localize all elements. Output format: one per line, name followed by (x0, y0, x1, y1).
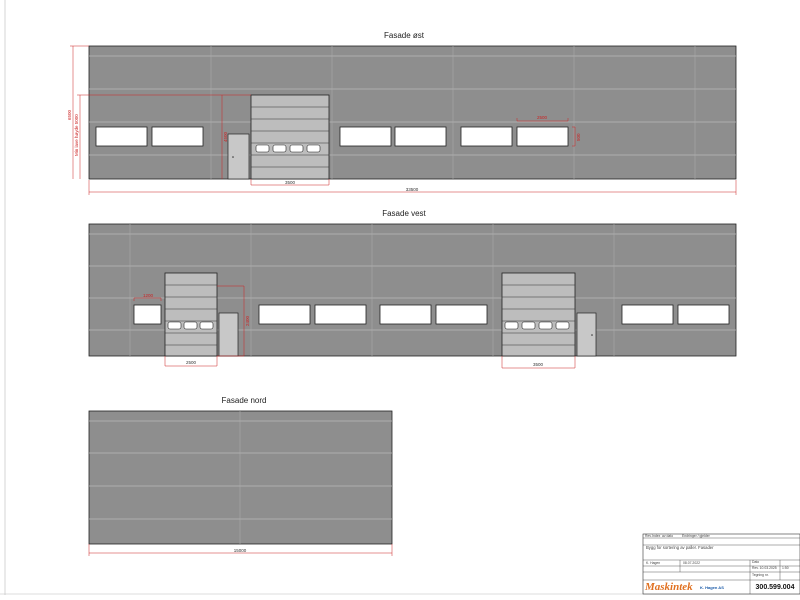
window (258, 304, 311, 325)
window (95, 126, 148, 147)
window (339, 126, 392, 147)
facade-east-width-dim (88, 180, 737, 195)
tb-project-title: Bygg for sortering av paller. Fasader (646, 545, 714, 550)
facade-north-title: Fasade nord (222, 396, 267, 405)
facade-east-door-height: 4500 (223, 131, 228, 142)
window (151, 126, 204, 147)
tb-header-index: Index (652, 534, 661, 538)
tb-date: 08.07.2022 (683, 561, 700, 565)
company-logo-hagen: K. Hagen AS (700, 585, 724, 590)
tb-header-rev: Rev. (645, 534, 652, 538)
window (460, 126, 513, 147)
facade-west-door-height: 2400 (245, 315, 250, 326)
facade-east-window-height: 500 (576, 133, 581, 141)
facade-west-door-1-width: 2500 (186, 360, 197, 365)
facade-east-door (227, 133, 250, 180)
facade-east-windows (95, 126, 569, 147)
window (621, 304, 674, 325)
tb-right-scale: 1:50 (782, 566, 789, 570)
tb-drawn-by: K. Hagen (646, 561, 660, 565)
facade-west-windows (133, 304, 730, 325)
company-logo-maskintek: Maskintek (644, 581, 693, 593)
facade-west-door-2 (576, 312, 597, 357)
facade-north-panel-lines (89, 420, 392, 520)
tb-right-drawing-no-label: Tegning nr. (752, 573, 769, 577)
facade-east-panel-lines (89, 55, 736, 156)
facade-west-door-2-width: 3500 (533, 362, 544, 367)
facade-west: Fasade vest (88, 209, 737, 369)
facade-north: Fasade nord 15000 (88, 396, 393, 556)
facade-north-wall (88, 410, 393, 545)
facade-west-garage-door-1 (164, 272, 218, 357)
tb-drawing-number: 300.599.004 (756, 584, 795, 591)
facade-east-side-height: Min lave høyde 5000 (74, 114, 79, 156)
facade-north-width-dim (88, 544, 393, 556)
facade-west-columns (129, 224, 615, 356)
window (379, 304, 432, 325)
facade-east-total-width: 33500 (406, 187, 419, 192)
window (133, 304, 162, 325)
tb-right-rev: Rev. 10.03.2025 (752, 566, 777, 570)
facade-east: Fasade øst (67, 31, 737, 195)
facade-north-total-width: 15000 (234, 548, 247, 553)
facade-west-red-dims (133, 285, 576, 369)
window (314, 304, 367, 325)
facade-east-window-width: 2500 (537, 115, 548, 120)
facade-west-door-1 (218, 312, 239, 357)
facade-east-garage-door (250, 94, 330, 180)
window (394, 126, 447, 147)
facade-west-garage-door-2 (501, 272, 576, 357)
facade-east-wall (88, 45, 737, 180)
facade-east-total-height: 6500 (67, 109, 72, 120)
window (677, 304, 730, 325)
facade-east-door-width: 3500 (285, 180, 296, 185)
tb-header-date: av dato (662, 534, 673, 538)
tb-header-changes: Endringer / gjelder (682, 534, 711, 538)
facade-east-title: Fasade øst (384, 31, 425, 40)
title-block: Rev. Index av dato Endringer / gjelder B… (642, 533, 800, 595)
window (516, 126, 569, 147)
facade-east-columns (210, 46, 696, 179)
facade-west-window-width: 1200 (143, 293, 154, 298)
window (435, 304, 488, 325)
facade-east-red-dims (70, 45, 576, 186)
facade-west-title: Fasade vest (382, 209, 426, 218)
tb-right-date-label: Dato (752, 560, 759, 564)
